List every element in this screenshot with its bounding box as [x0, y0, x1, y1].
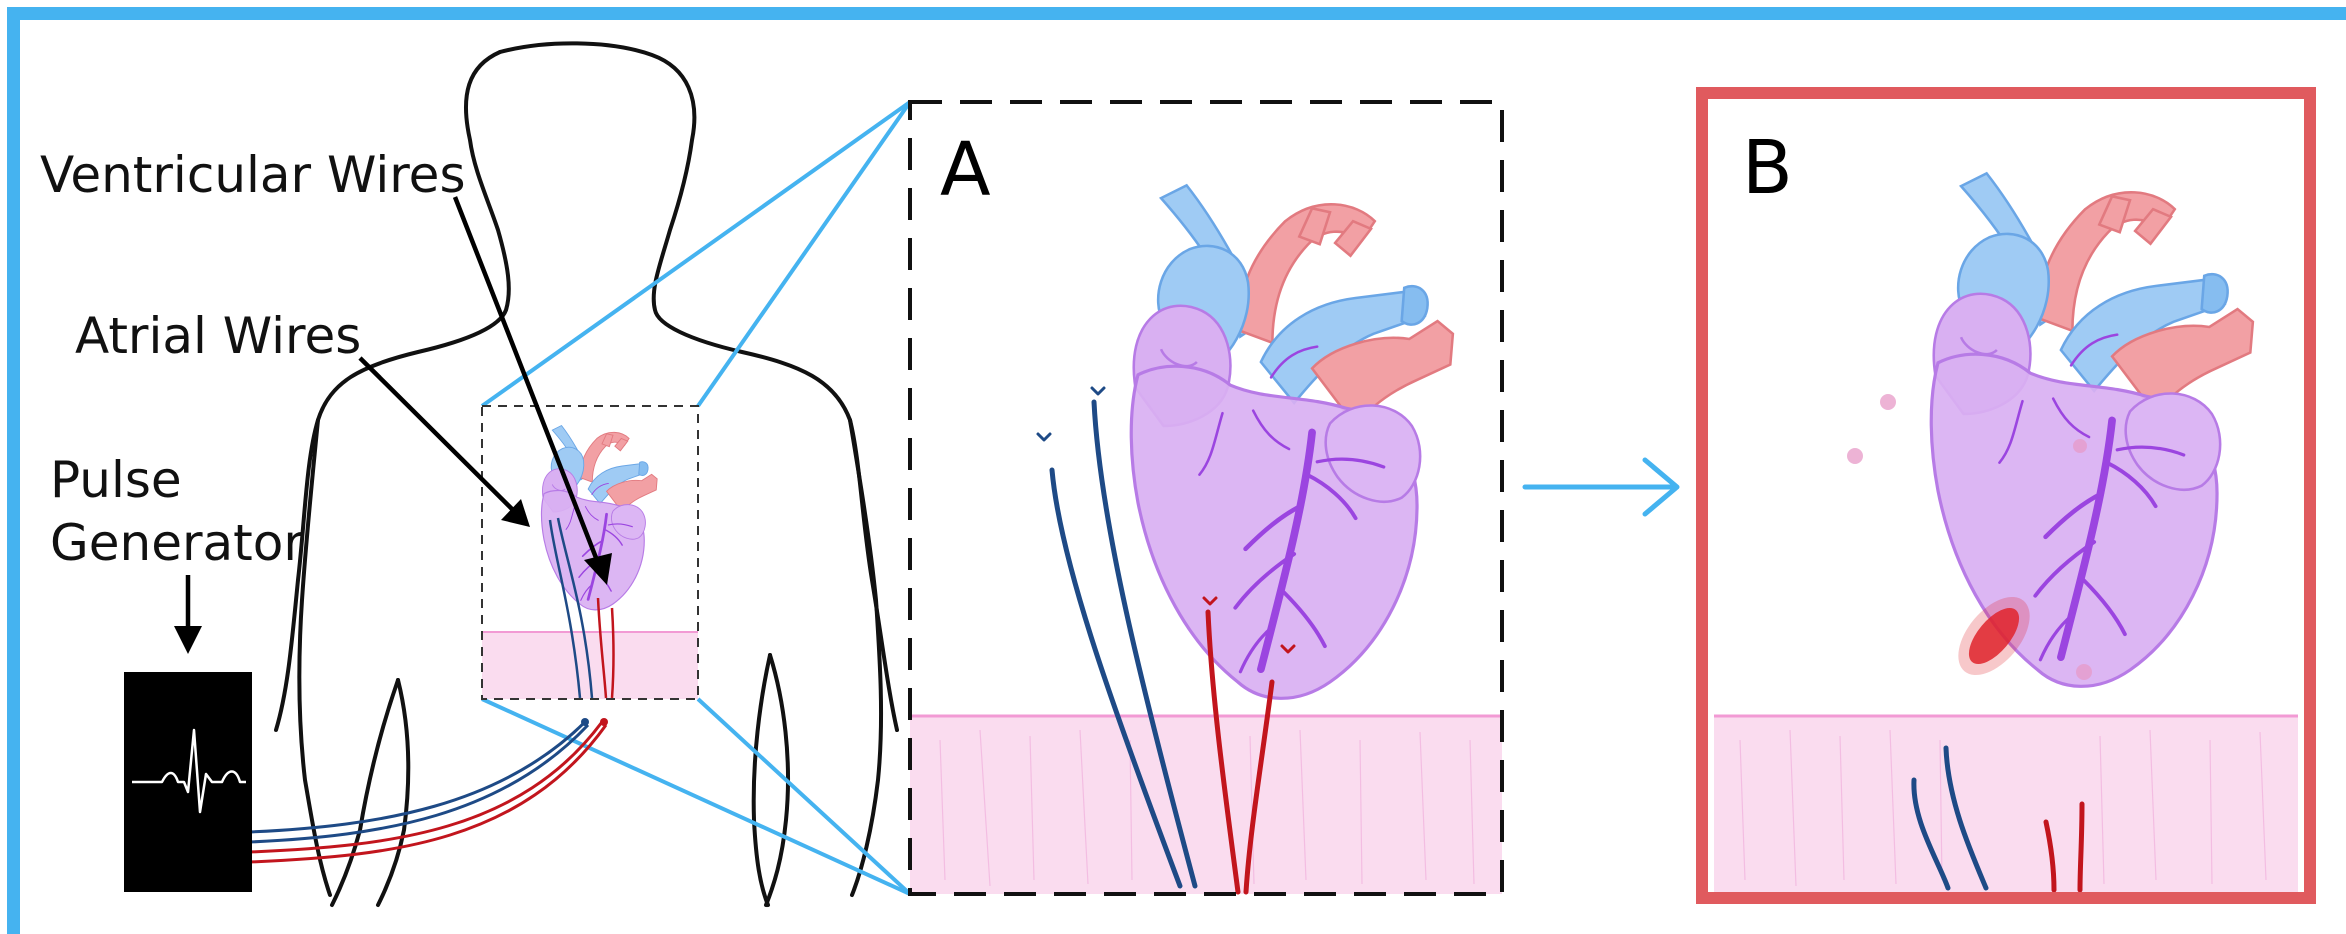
panel-a-tissue: [910, 716, 1502, 894]
inset-heart-box: [482, 406, 698, 699]
pulse-label: Pulse: [50, 451, 182, 509]
pulse-generator-arrowhead: [174, 626, 202, 654]
ventricular-wires-label: Ventricular Wires: [40, 146, 466, 204]
atrial-wires-label: Atrial Wires: [75, 307, 361, 365]
panel-a: A: [910, 102, 1502, 894]
right-arrow-icon: [1525, 460, 1677, 514]
panel-a-heart-icon: [1131, 185, 1453, 698]
panel-b: B: [1702, 93, 2310, 898]
panel-a-label: A: [940, 127, 991, 213]
pacing-leads: [250, 718, 608, 862]
panel-b-label: B: [1742, 125, 1793, 211]
generator-label: Generator: [50, 514, 304, 572]
pulse-generator: [124, 672, 252, 892]
